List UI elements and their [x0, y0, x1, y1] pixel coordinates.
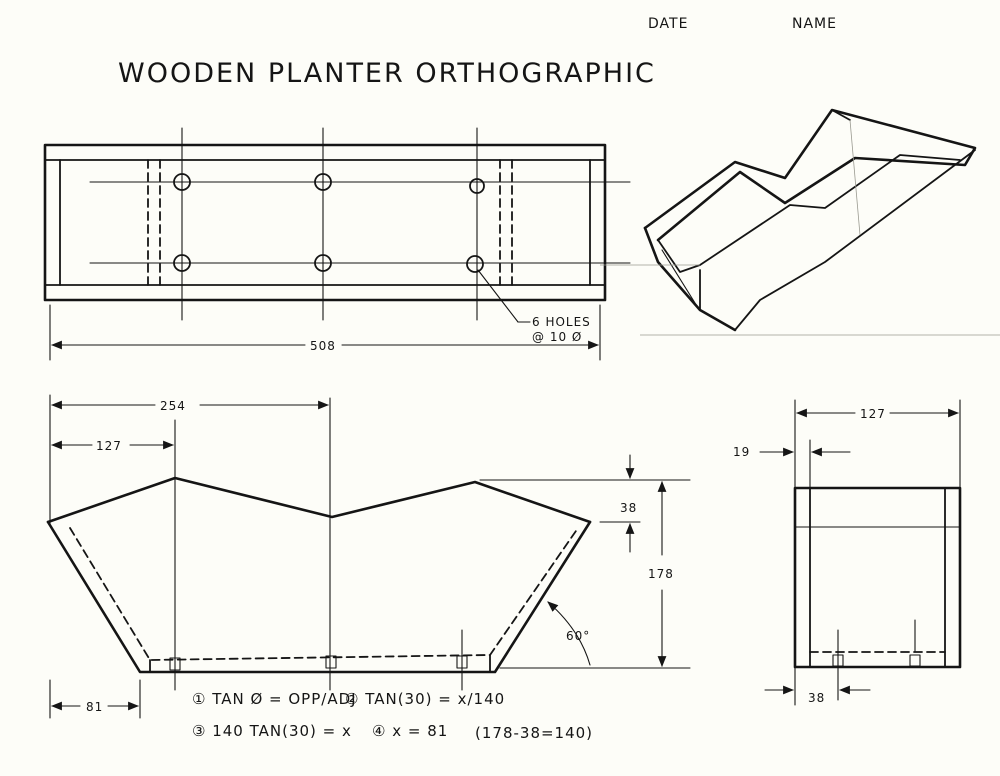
dim-38: 38	[620, 501, 637, 515]
calc-step-2: ② TAN(30) = x/140	[345, 690, 505, 708]
dim-254: 254	[160, 399, 186, 413]
angle-60: 60°	[566, 629, 590, 643]
hole-note-size: @ 10 Ø	[532, 330, 582, 344]
side-view: 127 19 38	[733, 399, 962, 706]
dim-127: 127	[96, 439, 122, 453]
side-dim-38: 38	[808, 691, 825, 705]
side-dim-19: 19	[733, 445, 750, 459]
calc-note: (178-38=140)	[475, 724, 593, 742]
dim-81: 81	[86, 700, 103, 714]
calc-step-3: ③ 140 TAN(30) = x	[192, 722, 352, 740]
side-dim-127: 127	[860, 407, 886, 421]
name-label: NAME	[792, 16, 837, 32]
isometric-view	[600, 108, 1000, 336]
dim-178: 178	[648, 567, 674, 581]
dim-overall-length: 508	[310, 339, 336, 353]
date-label: DATE	[648, 16, 688, 32]
hole-note-count: 6 HOLES	[532, 315, 591, 329]
calculations: ① TAN Ø = OPP/ADJ ② TAN(30) = x/140 ③ 14…	[192, 690, 593, 742]
hole-markers	[173, 173, 485, 273]
front-view: 254 127 38 178 60° 81	[46, 394, 691, 719]
calc-step-4: ④ x = 81	[372, 722, 448, 740]
drawing-title: WOODEN PLANTER ORTHOGRAPHIC	[118, 58, 656, 89]
calc-step-1: ① TAN Ø = OPP/ADJ	[192, 690, 357, 708]
top-view: 6 HOLES @ 10 Ø 508	[43, 127, 631, 361]
